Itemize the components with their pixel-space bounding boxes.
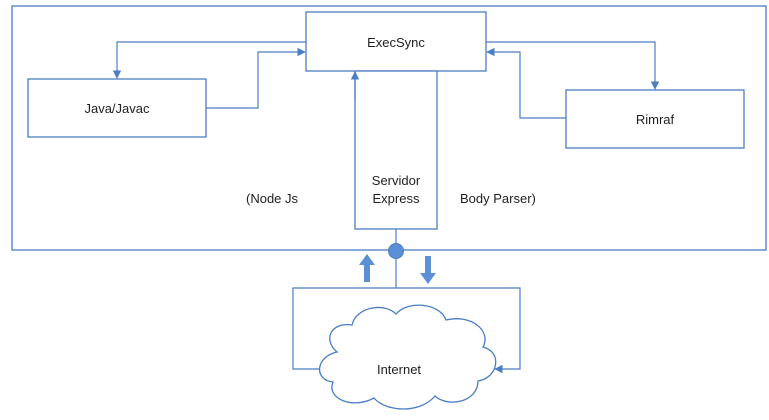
execsync-to-rimraf-arrow xyxy=(486,41,660,90)
java-to-execsync-arrow xyxy=(206,47,306,109)
execsync-to-java-arrow xyxy=(112,41,306,79)
body-parser-annotation: Body Parser) xyxy=(460,191,536,206)
connection-node xyxy=(388,243,404,259)
rimraf-label: Rimraf xyxy=(636,112,675,127)
servidor-express-box xyxy=(354,70,438,230)
execsync-label: ExecSync xyxy=(367,35,425,50)
express-label: Express xyxy=(373,191,420,206)
java-javac-box xyxy=(27,78,207,138)
arrow-down-icon xyxy=(420,256,436,284)
arrow-up-icon xyxy=(359,254,375,282)
cloud-icon xyxy=(318,304,497,410)
internet-link-frame xyxy=(292,287,521,374)
internet-label: Internet xyxy=(377,362,421,377)
rimraf-to-execsync-arrow xyxy=(486,47,566,119)
servidor-label: Servidor xyxy=(372,173,421,188)
java-javac-label: Java/Javac xyxy=(84,101,150,116)
node-js-annotation: (Node Js xyxy=(246,191,299,206)
rimraf-box xyxy=(565,89,745,149)
